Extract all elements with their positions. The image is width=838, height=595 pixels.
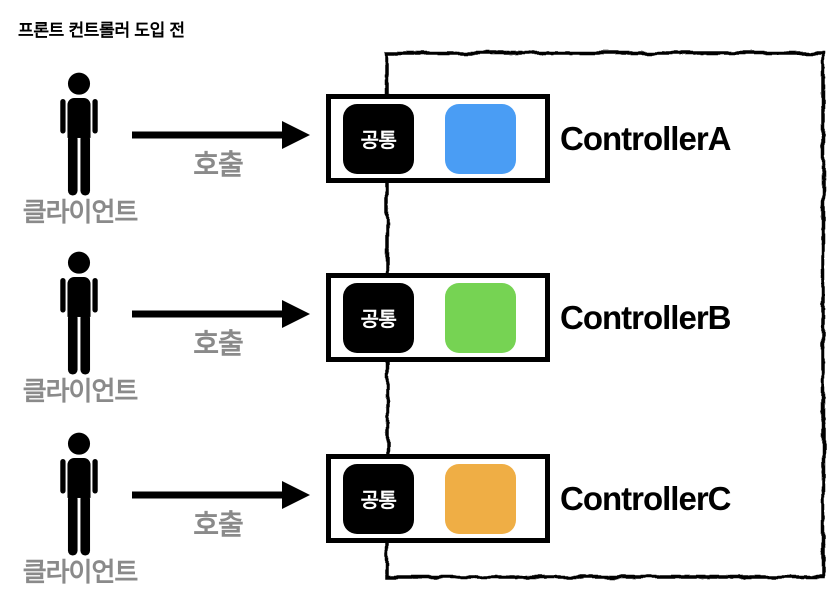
controller-name-c: ControllerC	[560, 479, 731, 517]
client-label: 클라이언트	[22, 557, 139, 587]
controller-row-c: 클라이언트 호출 공통 ControllerC	[0, 360, 838, 595]
call-arrow-icon	[132, 300, 310, 328]
controller-specific-box	[445, 103, 516, 174]
controller-row-b: 클라이언트 호출 공통 ControllerB	[0, 179, 838, 414]
controller-name-a: ControllerA	[560, 119, 731, 157]
controller-specific-box	[445, 282, 516, 353]
common-logic-box: 공통	[343, 463, 414, 534]
call-label: 호출	[193, 328, 244, 359]
common-label: 공통	[360, 309, 397, 331]
client-label: 클라이언트	[22, 376, 139, 406]
call-arrow-icon	[132, 481, 310, 509]
client-person-icon	[60, 251, 98, 375]
call-arrow-icon	[132, 121, 310, 149]
controller-name-b: ControllerB	[560, 298, 731, 336]
controller-specific-box	[445, 463, 516, 534]
common-logic-box: 공통	[343, 282, 414, 353]
common-label: 공통	[360, 490, 397, 512]
controller-box-c: 공통	[326, 454, 550, 543]
common-label: 공통	[360, 130, 397, 152]
client-label: 클라이언트	[22, 197, 139, 227]
call-label: 호출	[193, 509, 244, 540]
controller-row-a: 클라이언트 호출 공통 ControllerA	[0, 0, 838, 235]
controller-box-b: 공통	[326, 273, 550, 362]
client-person-icon	[60, 72, 98, 196]
client-person-icon	[60, 432, 98, 556]
diagram-title: 프론트 컨트롤러 도입 전	[18, 21, 185, 40]
call-label: 호출	[193, 149, 244, 180]
common-logic-box: 공통	[343, 103, 414, 174]
controller-box-a: 공통	[326, 94, 550, 183]
